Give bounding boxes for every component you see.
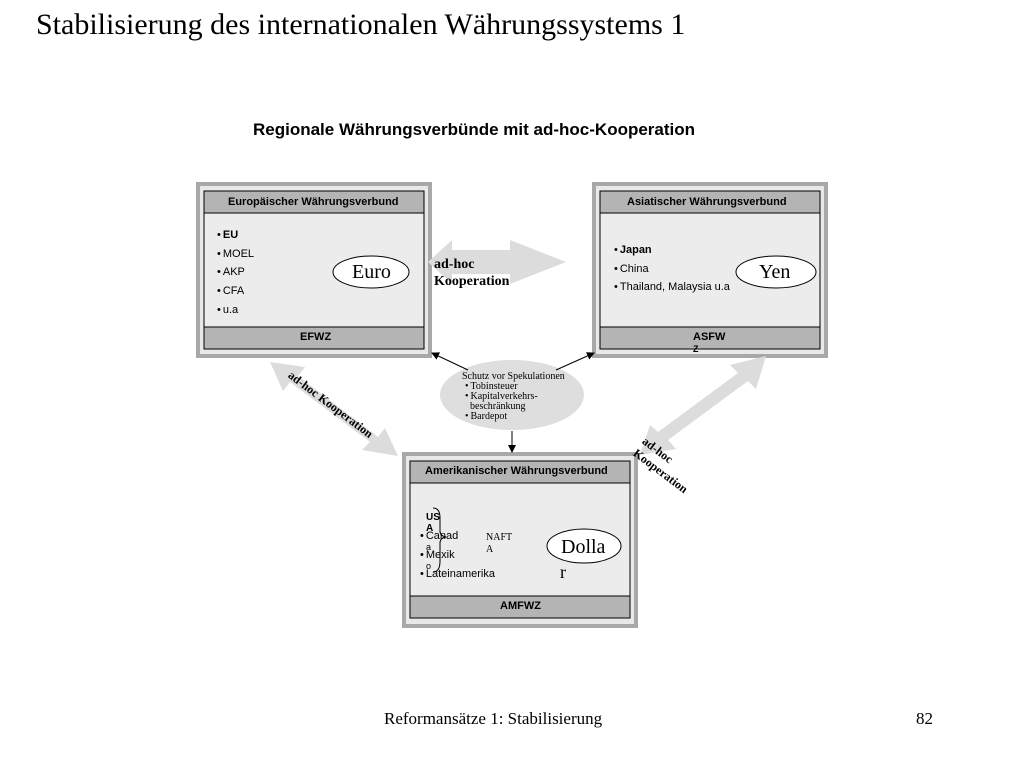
- america-usa-overflow: A: [426, 523, 434, 534]
- america-title: Amerikanischer Währungsverbund: [425, 465, 608, 477]
- connector-arrow-asia: [555, 352, 595, 371]
- connector-arrow-europe: [431, 352, 469, 371]
- coop-arrow-top: [428, 240, 566, 284]
- diagram-title: Regionale Währungsverbünde mit ad-hoc-Ko…: [253, 120, 696, 139]
- europe-currency-label: Euro: [352, 261, 391, 283]
- speculation-ellipse: [440, 360, 584, 430]
- asia-item: Thailand, Malaysia u.a: [614, 281, 730, 293]
- asia-box: [592, 182, 828, 358]
- nafta-brace: [432, 507, 447, 573]
- america-item: Mexik: [420, 549, 455, 561]
- america-footer: AMFWZ: [500, 600, 541, 612]
- coop-label-top: ad-hoc Kooperation: [434, 257, 510, 289]
- europe-title: Europäischer Währungsverbund: [228, 196, 399, 208]
- europe-item: CFA: [217, 285, 244, 297]
- speculation-item-continued: beschränkung: [470, 401, 526, 412]
- europe-item: EU: [217, 229, 238, 241]
- speculation-item: Tobinsteuer: [465, 381, 518, 392]
- europe-item: MOEL: [217, 248, 254, 260]
- nafta-label: NAFT: [486, 532, 513, 543]
- asia-currency-label: Yen: [759, 261, 791, 283]
- america-currency-overflow: r: [560, 562, 566, 582]
- speculation-item: Kapitalverkehrs-: [465, 391, 538, 402]
- coop-arrow-left: [270, 362, 398, 456]
- europe-footer: EFWZ: [300, 331, 332, 343]
- america-item-overflow: o: [426, 561, 432, 571]
- america-item: Canad: [420, 530, 458, 542]
- europe-item: AKP: [217, 266, 245, 278]
- speculation-item: Bardepot: [465, 411, 507, 422]
- asia-footer: ASFW: [693, 331, 726, 343]
- america-item-overflow: a: [426, 542, 432, 552]
- nafta-label-overflow: A: [486, 544, 494, 555]
- asia-title: Asiatischer Währungsverbund: [627, 196, 787, 208]
- speculation-heading: Schutz vor Spekulationen: [462, 371, 565, 382]
- asia-item: Japan: [614, 244, 652, 256]
- slide-title: Stabilisierung des internationalen Währu…: [36, 8, 686, 41]
- america-usa: US: [426, 512, 440, 523]
- coop-arrow-right: [640, 356, 766, 455]
- america-currency-label: Dolla: [561, 536, 606, 558]
- europe-box: [196, 182, 432, 358]
- europe-item: u.a: [217, 304, 238, 316]
- page-number: 82: [916, 709, 933, 728]
- america-box: [402, 452, 638, 628]
- asia-footer-overflow: Z: [693, 344, 699, 354]
- asia-item: China: [614, 263, 649, 275]
- america-item: Lateinamerika: [420, 568, 495, 580]
- footer-text: Reformansätze 1: Stabilisierung: [384, 709, 603, 728]
